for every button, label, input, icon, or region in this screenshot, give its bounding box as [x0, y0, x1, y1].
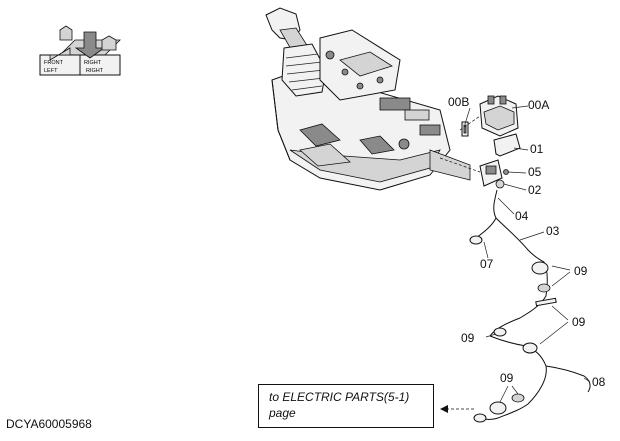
reference-note-line-1: to ELECTRIC PARTS(5-1) [269, 390, 410, 404]
bracket-00b [461, 121, 469, 137]
direction-label-left: LEFT [44, 68, 58, 74]
arrow-left-icon [440, 405, 448, 413]
connector-05-02 [479, 159, 509, 189]
direction-label-right-2: RIGHT [86, 68, 104, 74]
part-label-08: 08 [592, 375, 606, 389]
part-label-09-d: 09 [500, 371, 514, 385]
document-code: DCYA60005968 [6, 417, 92, 431]
reference-note-box: to ELECTRIC PARTS(5-1) page [258, 384, 434, 428]
reference-note-line-2: page [269, 406, 296, 420]
wire-harness [469, 189, 591, 423]
part-label-00b: 00B [448, 95, 469, 109]
direction-label-front: FRONT [44, 60, 64, 66]
control-stand-assembly [265, 7, 471, 191]
part-label-03: 03 [546, 224, 560, 238]
part-label-01: 01 [530, 142, 544, 156]
part-label-05: 05 [528, 165, 542, 179]
part-label-07: 07 [480, 257, 494, 271]
plate-01 [493, 133, 521, 157]
part-label-09-a: 09 [574, 264, 588, 278]
connector-00a [479, 95, 519, 137]
part-label-00a: 00A [528, 98, 549, 112]
part-label-09-b: 09 [572, 315, 586, 329]
direction-label-right: RIGHT [84, 60, 102, 66]
part-label-04: 04 [515, 209, 529, 223]
leader-lines [439, 105, 591, 413]
part-label-02: 02 [528, 183, 542, 197]
part-label-09-c: 09 [461, 331, 475, 345]
direction-orientation-icon: FRONT RIGHT LEFT RIGHT [39, 25, 121, 76]
